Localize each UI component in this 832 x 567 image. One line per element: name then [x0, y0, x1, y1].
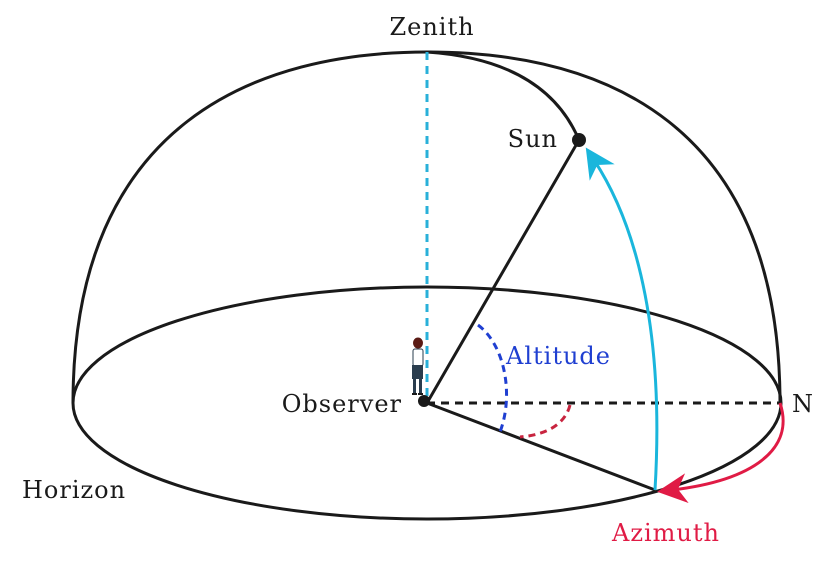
sun-altitude-arc [585, 147, 659, 491]
observer-sun-line [425, 139, 581, 404]
observer-label: Observer [282, 390, 402, 418]
observer-point [418, 395, 430, 407]
sun-label: Sun [508, 125, 558, 153]
observer-projection-line [426, 401, 656, 492]
sun-point [572, 133, 586, 147]
azimuth-angle-arc [519, 404, 572, 439]
north-label: N [792, 390, 814, 418]
azimuth-arc [657, 402, 785, 504]
altitude-label: Altitude [505, 342, 611, 370]
horizon-label: Horizon [22, 476, 126, 504]
zenith-label: Zenith [389, 13, 474, 41]
observer-person-icon [412, 337, 424, 395]
altitude-angle-arc [477, 323, 509, 433]
azimuth-label: Azimuth [611, 519, 720, 547]
zenith-sun-arc [426, 50, 581, 141]
